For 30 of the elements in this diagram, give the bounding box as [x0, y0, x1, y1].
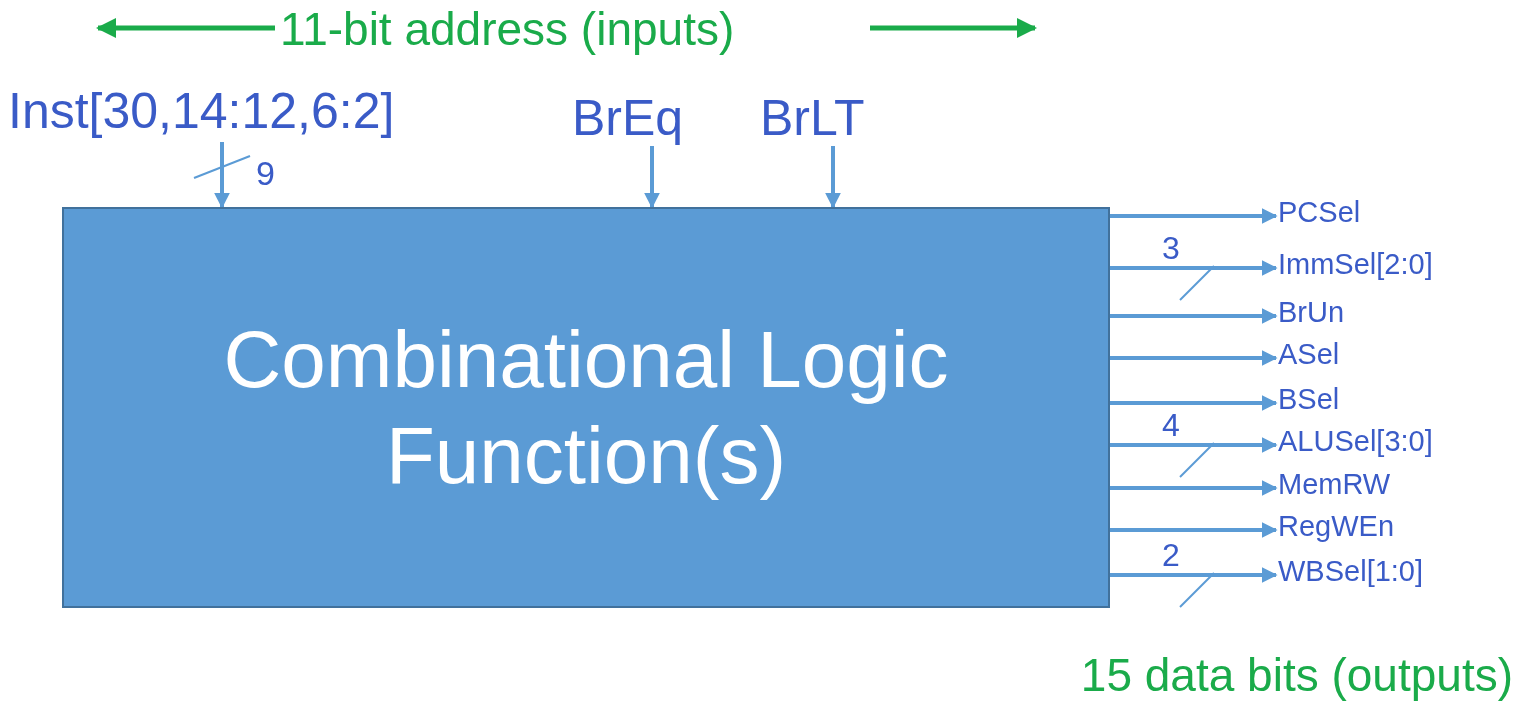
logic-block — [62, 207, 1110, 608]
arrow — [1110, 522, 1278, 538]
arrow — [1110, 208, 1278, 224]
input-signal-label: BrLT — [760, 90, 906, 146]
output-signal-label: ImmSel[2:0] — [1278, 246, 1516, 282]
bus-width-label: 4 — [1162, 409, 1180, 441]
arrow — [1110, 260, 1278, 276]
output-signal-label: BrUn — [1278, 294, 1516, 330]
arrow — [1110, 567, 1278, 583]
block-title: Combinational Logic Function(s) — [222, 313, 950, 502]
output-signal-label: ASel — [1278, 336, 1516, 372]
output-signal-label: BSel — [1278, 381, 1516, 417]
arrow — [644, 146, 660, 209]
output-signal-label: MemRW — [1278, 466, 1516, 502]
bus-width-label: 9 — [256, 156, 275, 190]
input-signal-label: Inst[30,14:12,6:2] — [8, 80, 468, 142]
arrow — [1110, 395, 1278, 411]
arrow — [1110, 437, 1278, 453]
output-signal-label: PCSel — [1278, 194, 1516, 230]
arrow — [214, 142, 230, 209]
input-signal-label: BrEq — [572, 90, 732, 146]
arrow — [1110, 350, 1278, 366]
output-signal-label: ALUSel[3:0] — [1278, 423, 1516, 459]
output-signal-label: RegWEn — [1278, 508, 1516, 544]
arrow — [825, 146, 841, 209]
arrow — [1110, 308, 1278, 324]
output-signal-label: WBSel[1:0] — [1278, 553, 1516, 589]
bus-width-label: 2 — [1162, 539, 1180, 571]
arrow — [1110, 480, 1278, 496]
bus-width-label: 3 — [1162, 232, 1180, 264]
